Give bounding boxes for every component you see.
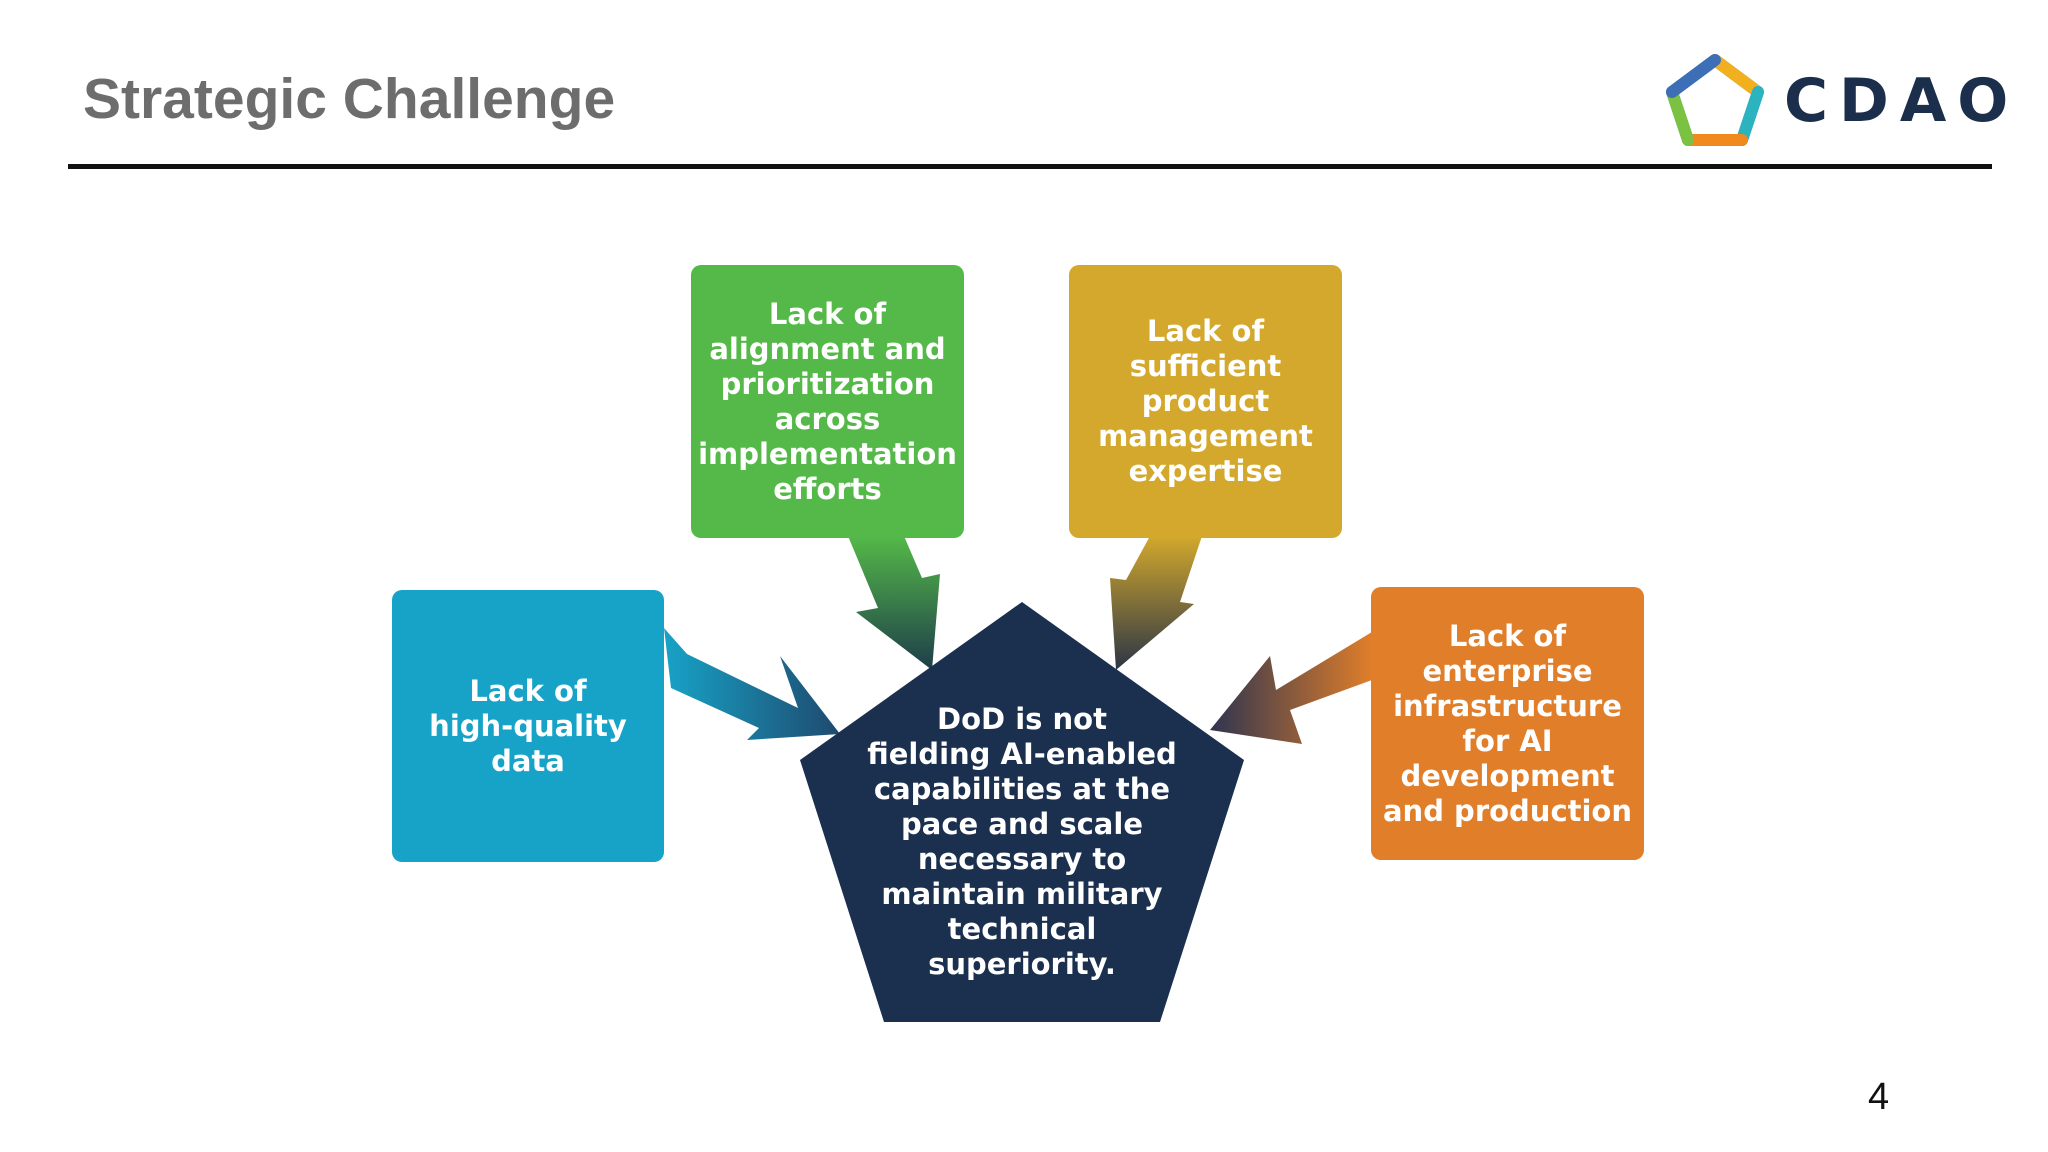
arrow-data [664,628,840,740]
page-number: 4 [1868,1076,1890,1118]
box-product-management: Lack of sufficient product management ex… [1069,265,1342,538]
cdao-logo: CDAO [1660,52,2020,148]
box-high-quality-data: Lack of high-quality data [392,590,664,862]
header-divider [68,164,1992,169]
page-title: Strategic Challenge [83,67,616,131]
pentagon-logo-icon [1666,54,1764,146]
box-alignment-prioritization: Lack of alignment and prioritization acr… [691,265,964,538]
arrow-alignment [848,536,940,670]
arrow-infrastructure [1210,632,1372,744]
center-statement: DoD is not fielding AI-enabled capabilit… [867,702,1177,981]
arrow-product [1110,536,1202,670]
center-pentagon [800,602,1244,1022]
box-enterprise-infrastructure: Lack of enterprise infrastructure for AI… [1371,587,1644,860]
logo-wordmark: CDAO [1784,66,2020,136]
